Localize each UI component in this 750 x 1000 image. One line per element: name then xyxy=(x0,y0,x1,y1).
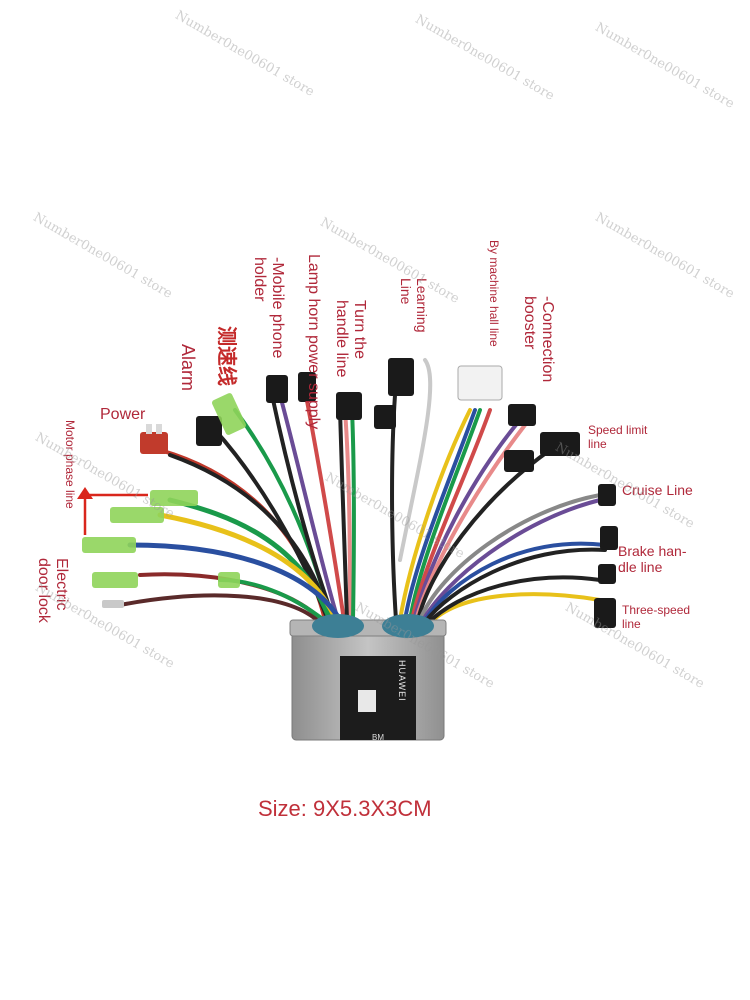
alarm-connector xyxy=(196,416,222,446)
controller-logo-text: HUAWEI xyxy=(397,660,407,702)
grommet-right xyxy=(382,614,434,638)
wire-handle-green xyxy=(350,408,356,622)
phone-holder-connector xyxy=(266,375,288,403)
wire-brake-blue xyxy=(422,541,607,624)
hall-connector xyxy=(457,365,503,401)
speed-limit-connector-2 xyxy=(504,450,534,472)
phase-connector-2 xyxy=(110,507,164,523)
brake-connector-2 xyxy=(598,564,616,584)
wire-three-black xyxy=(424,575,602,627)
label-cruise-line: Cruise Line xyxy=(622,482,693,498)
label-brake-handle-line: Brake han-dle line xyxy=(618,543,687,576)
connectors-right xyxy=(374,358,618,628)
label-three-speed-line: Three-speed line xyxy=(622,603,691,631)
wire-phone-purple xyxy=(278,393,340,622)
wire-lock-brown xyxy=(118,593,324,627)
handle-connector xyxy=(336,392,362,420)
learning-connector xyxy=(388,358,414,396)
wire-cruise-gray xyxy=(418,493,602,622)
label-lamp-horn-power-supply: Lamp horn power supply xyxy=(305,254,322,430)
phase-connector-1 xyxy=(150,490,198,506)
three-speed-connector xyxy=(594,598,616,628)
power-connector xyxy=(140,424,168,454)
label-alarm: Alarm xyxy=(178,344,198,392)
controller-label xyxy=(340,656,416,740)
wire-hall-green xyxy=(408,408,482,622)
wire-learning-white xyxy=(398,358,433,562)
learning-connector-2 xyxy=(374,405,396,429)
label-by-machine-hall-line: By machine hall line xyxy=(487,240,501,347)
size-caption: Size: 9X5.3X3CM xyxy=(258,796,432,821)
lock-connector-2 xyxy=(218,572,240,588)
label-mobile-phone-holder: -Mobile phone holder xyxy=(250,257,286,359)
label-turn-the-handle-line: Turn the handle line xyxy=(332,300,368,378)
grommet-left xyxy=(312,614,364,638)
speed-sensor-connector xyxy=(211,393,247,435)
cruise-connector xyxy=(598,484,616,506)
wire-handle-red xyxy=(343,408,352,622)
lock-terminal xyxy=(102,600,124,608)
wire-phone-black xyxy=(270,393,336,622)
label-speed-measurement: 测速线 xyxy=(215,326,239,386)
booster-connector xyxy=(508,404,536,426)
wire-brake-black xyxy=(423,547,607,624)
wire-cruise-purple xyxy=(420,498,602,624)
connectors-left xyxy=(82,372,362,608)
wire-lamp-red xyxy=(303,388,346,622)
wire-phase-blue xyxy=(127,542,343,623)
label-power: Power xyxy=(100,406,146,423)
phase-connector-3 xyxy=(82,537,136,553)
controller-model-text: BM xyxy=(372,733,384,742)
brake-connector-1 xyxy=(600,526,618,550)
wire-handle-black xyxy=(338,408,349,622)
motor-phase-arrow xyxy=(77,487,148,535)
right-wire-bundle xyxy=(390,358,607,627)
label-connection-booster: -Connection booster xyxy=(520,296,556,383)
wire-hall-red xyxy=(410,408,492,622)
wire-booster-purple xyxy=(412,418,522,622)
left-wire-bundle xyxy=(118,388,356,627)
wire-hall-yellow xyxy=(398,408,472,622)
wire-hall-blue xyxy=(403,408,477,622)
logo-badge xyxy=(358,690,376,712)
label-speed-limit-line: Speed limit line xyxy=(588,423,648,451)
controller-housing xyxy=(289,614,447,741)
speed-limit-connector-1 xyxy=(540,432,580,456)
lock-connector-1 xyxy=(92,572,138,588)
lamp-connector xyxy=(298,372,316,402)
